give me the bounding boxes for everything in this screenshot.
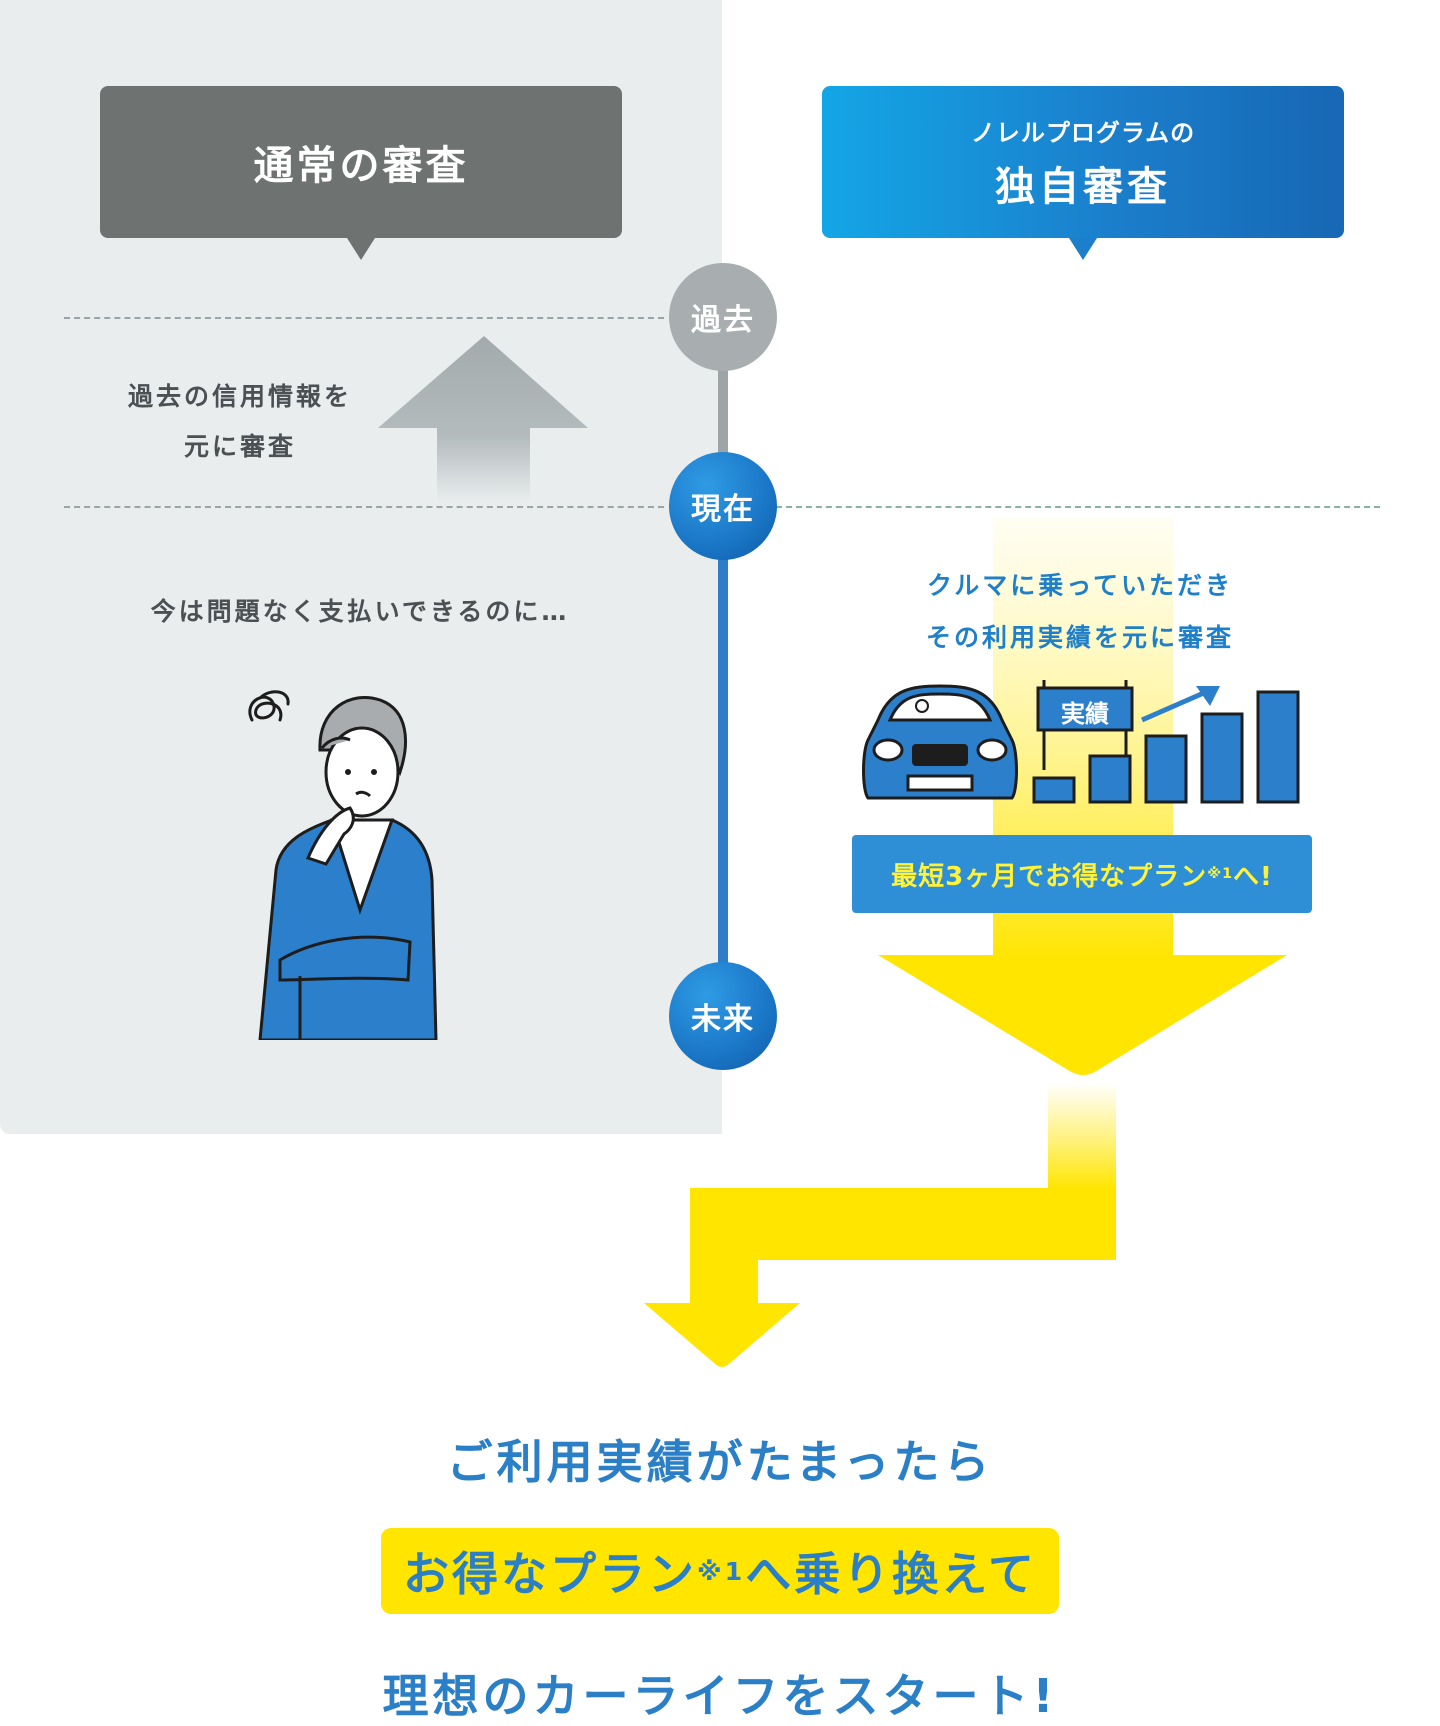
usage-record-sign-label: 実績 <box>1061 699 1109 728</box>
plan-box-suffix: へ! <box>1233 861 1273 892</box>
worry-caption: 今は問題なく支払いできるのに… <box>150 597 570 626</box>
timeline-future-segment <box>718 540 728 980</box>
past-credit-line1: 過去の信用情報を <box>127 382 352 411</box>
usage-record-growth-illustration <box>1032 680 1300 804</box>
present-divider-line-right <box>776 506 1380 508</box>
blue-header-tail <box>1069 238 1097 260</box>
worried-man-illustration <box>248 690 438 1040</box>
yellow-down-arrow-head <box>878 955 1287 1075</box>
timeline-past-segment <box>718 360 728 520</box>
timeline-present-marker: 現在 <box>669 452 777 560</box>
blue-car-illustration <box>862 684 1018 800</box>
grey-header-tail <box>347 238 375 260</box>
bottom-highlight-note: ※1 <box>697 1556 746 1586</box>
conventional-review-title: 通常の審査 <box>253 143 469 189</box>
past-credit-description: 過去の信用情報を 元に審査 <box>90 372 390 472</box>
plan-box-text: 最短3ヶ月でお得なプラン <box>891 861 1208 892</box>
conventional-review-header: 通常の審査 <box>100 86 622 238</box>
yellow-final-arrow-head <box>644 1303 800 1367</box>
usage-record-description: クルマに乗っていただき その利用実績を元に審査 <box>860 560 1300 664</box>
timeline-past-marker: 過去 <box>669 263 777 371</box>
grey-up-arrow <box>378 336 588 502</box>
norel-review-title: 独自審査 <box>995 163 1171 210</box>
usage-record-line2: その利用実績を元に審査 <box>925 623 1234 652</box>
past-credit-line2: 元に審査 <box>183 432 296 461</box>
timeline-present-label: 現在 <box>691 492 755 527</box>
bottom-message-line1: ご利用実績がたまったら <box>446 1435 994 1489</box>
norel-review-subtitle: ノレルプログラムの <box>970 118 1196 147</box>
timeline-future-marker: 未来 <box>669 962 777 1070</box>
bottom-highlight-text: お得なプラン <box>403 1547 698 1601</box>
timeline-past-label: 過去 <box>691 303 755 338</box>
usage-record-line1: クルマに乗っていただき <box>926 571 1233 600</box>
present-divider-line-left <box>64 506 664 508</box>
timeline-future-label: 未来 <box>691 1002 755 1037</box>
bottom-message-line3: 理想のカーライフをスタート! <box>382 1669 1058 1723</box>
past-divider-line <box>64 317 664 319</box>
bottom-highlight-suffix: へ乗り換えて <box>745 1547 1037 1601</box>
plan-box-note: ※1 <box>1207 866 1234 882</box>
norel-review-header: ノレルプログラムの 独自審査 <box>822 86 1344 238</box>
yellow-bend <box>690 1188 1116 1303</box>
